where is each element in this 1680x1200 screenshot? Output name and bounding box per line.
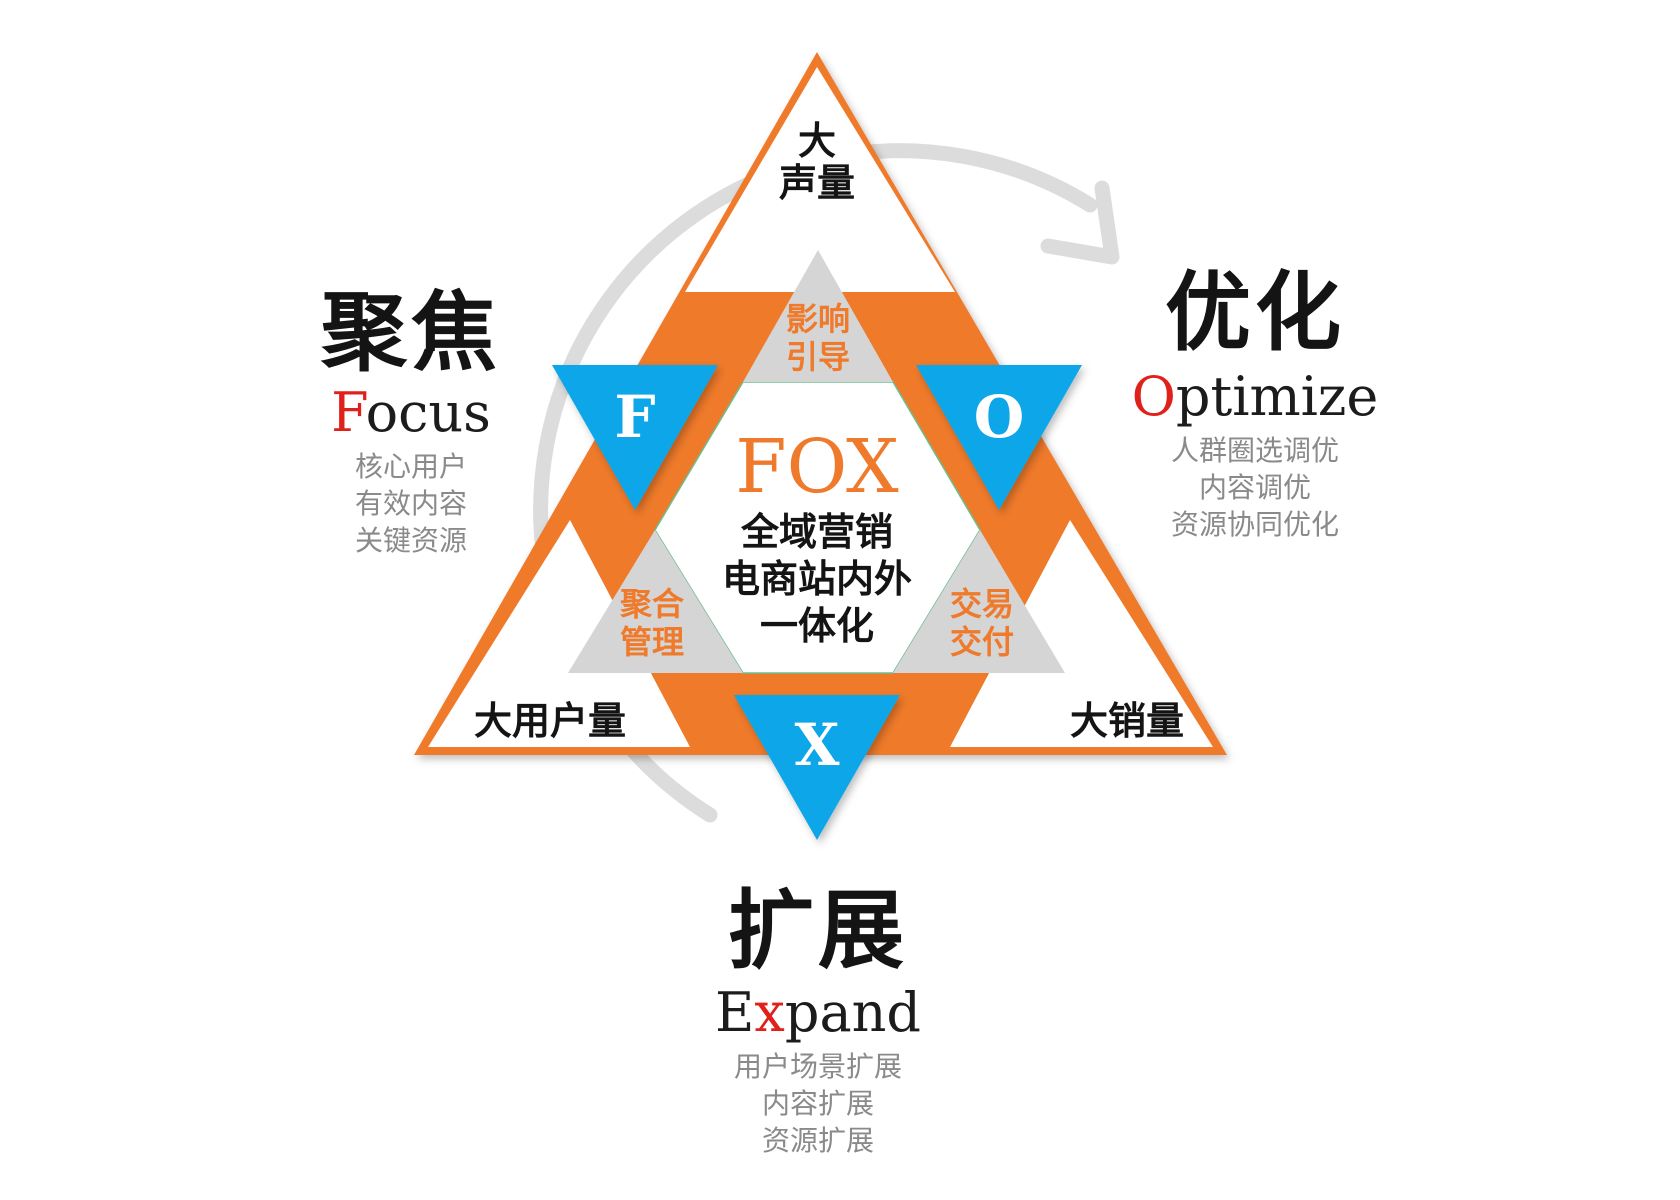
expand-title: 扩展 xyxy=(728,880,908,981)
inner-triangle-top xyxy=(743,250,893,382)
blue-triangle-o xyxy=(916,365,1082,510)
focus-items: 核心用户 有效内容 关键资源 xyxy=(354,450,467,557)
blue-triangle-x xyxy=(734,695,900,840)
letter-o: O xyxy=(973,383,1025,451)
label-inner-top: 影响 引导 xyxy=(785,300,850,376)
cycle-arrow-head xyxy=(1040,180,1120,265)
label-bottom-left-corner: 大用户量 xyxy=(473,698,626,743)
optimize-block: 优化 Optimize 人群圈选调优 内容调优 资源协同优化 xyxy=(1105,270,1405,543)
inner-triangle-left xyxy=(568,530,743,673)
optimize-items: 人群圈选调优 内容调优 资源协同优化 xyxy=(1170,434,1339,541)
blue-triangle-f xyxy=(552,365,718,510)
optimize-en: Optimize xyxy=(1131,365,1379,428)
expand-items: 用户场景扩展 内容扩展 资源扩展 xyxy=(733,1050,902,1157)
label-inner-right: 交易 交付 xyxy=(949,585,1014,661)
corner-triangle-left xyxy=(428,520,690,747)
label-inner-left: 聚合 管理 xyxy=(619,585,684,661)
corner-triangle-right xyxy=(950,520,1213,747)
expand-en: Expand xyxy=(715,981,921,1044)
expand-block: 扩展 Expand 用户场景扩展 内容扩展 资源扩展 xyxy=(668,888,968,1159)
letter-f: F xyxy=(614,383,656,451)
focus-title: 聚焦 xyxy=(321,282,501,383)
focus-en: Focus xyxy=(331,381,491,444)
label-top-corner: 大 声量 xyxy=(778,118,855,205)
letter-x: X xyxy=(794,711,840,779)
inner-triangle-right xyxy=(893,530,1065,673)
center-lines: 全域营销 电商站内外 一体化 xyxy=(721,509,912,648)
optimize-title: 优化 xyxy=(1165,262,1345,363)
corner-triangle-top xyxy=(685,67,955,292)
focus-block: 聚焦 Focus 核心用户 有效内容 关键资源 xyxy=(296,290,526,559)
label-bottom-right-corner: 大销量 xyxy=(1069,698,1184,743)
center-title: FOX xyxy=(735,424,899,510)
